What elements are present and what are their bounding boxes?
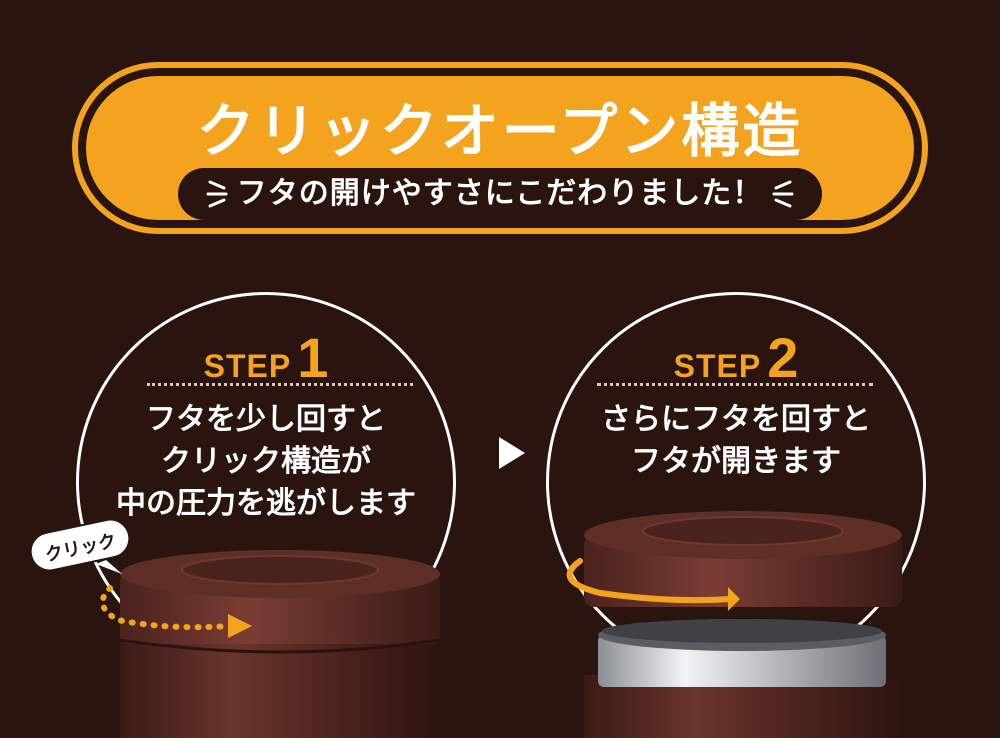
banner-fill: クリックオープン構造 フタの開けやすさにこだわりました！ <box>86 76 914 220</box>
jar-body <box>120 640 440 738</box>
step-1-number: 1 <box>297 326 329 389</box>
food-jar-opening <box>566 511 902 738</box>
banner-title: クリックオープン構造 <box>196 97 804 165</box>
step-1-line: クリック構造が <box>161 444 371 479</box>
step-1-description: フタを少し回すと クリック構造が 中の圧力を逃がします <box>99 399 433 525</box>
step-2-line: フタが開きます <box>631 444 841 479</box>
banner-subtitle: フタの開けやすさにこだわりました！ <box>236 176 764 211</box>
lid-center <box>181 555 379 585</box>
rotate-arrow-icon <box>566 558 733 604</box>
step-2-line: さらにフタを回すと <box>601 402 871 437</box>
step-1-line: 中の圧力を逃がします <box>116 486 416 521</box>
food-jar-closed <box>119 550 441 738</box>
step-1-word: STEP <box>203 348 292 384</box>
dotted-divider <box>597 383 873 386</box>
next-arrow-icon <box>499 437 525 469</box>
click-callout: クリック <box>29 518 131 574</box>
subtitle-pill: フタの開けやすさにこだわりました！ <box>178 168 822 220</box>
lid-center <box>642 516 844 546</box>
rotate-dotted-arrow-icon <box>99 585 252 638</box>
step-2-description: さらにフタを回すと フタが開きます <box>569 399 903 483</box>
emphasis-lines-right-icon <box>772 180 794 208</box>
step-2-number: 2 <box>767 326 799 389</box>
step-2-word: STEP <box>673 348 762 384</box>
header-banner: クリックオープン構造 フタの開けやすさにこだわりました！ <box>72 62 928 234</box>
emphasis-lines-left-icon <box>206 180 228 208</box>
step-1-line: フタを少し回すと <box>146 402 386 437</box>
dotted-divider <box>147 383 413 386</box>
